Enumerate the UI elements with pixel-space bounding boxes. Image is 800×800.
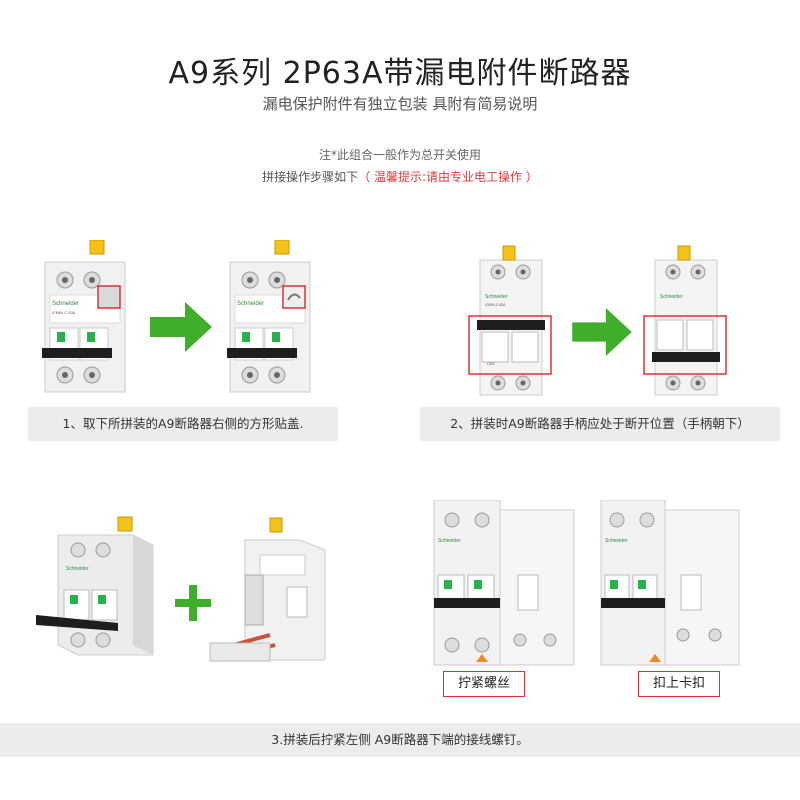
terminal-yellow-icon xyxy=(677,245,691,261)
step-2-caption: 2、拼装时A9断路器手柄应处于断开位置（手柄朝下） xyxy=(420,407,780,441)
step-3-caption: 3.拼装后拧紧左侧 A9断路器下端的接线螺钉。 xyxy=(0,723,800,757)
model-text: iC65N C 63A xyxy=(52,310,76,315)
handle-area-highlight xyxy=(468,315,552,375)
pointer-arrow-icon xyxy=(649,654,661,662)
square-hole-highlight xyxy=(282,285,306,309)
arrow-right-icon xyxy=(150,302,212,352)
plus-icon xyxy=(175,585,211,621)
handle-icon xyxy=(36,615,118,631)
page-subtitle: 漏电保护附件有独立包装 具附有简易说明 xyxy=(262,95,538,113)
handle-icon xyxy=(477,320,545,330)
brand-text: Schneider xyxy=(52,301,79,307)
handle-icon xyxy=(227,348,297,358)
brand-text: Schneider xyxy=(237,301,264,307)
leakage-module-image xyxy=(209,517,326,662)
breaker-cover-removed-image: Schneider xyxy=(227,240,311,393)
brand-text: Schneider xyxy=(605,538,628,544)
assembled-breaker-left-image: Schneider xyxy=(433,500,575,666)
model-text: iC65N C 63A xyxy=(485,303,506,307)
arrow-right-icon xyxy=(572,308,632,356)
terminal-yellow-icon xyxy=(89,240,105,255)
square-cover-highlight xyxy=(97,285,121,309)
breaker-handle-down-image: Schneider xyxy=(643,245,727,396)
handle-icon xyxy=(434,598,500,608)
handle-area-highlight xyxy=(643,315,727,375)
terminal-yellow-icon xyxy=(117,516,133,532)
assembled-breaker-right-image: Schneider xyxy=(600,500,740,666)
brand-text: Schneider xyxy=(66,566,89,572)
brand-text: Schneider xyxy=(660,294,683,300)
note-line: 注*此组合一般作为总开关使用 xyxy=(318,148,481,162)
handle-icon xyxy=(42,348,112,358)
breaker-with-cover-image: Schneider iC65N C 63A xyxy=(42,240,126,393)
handle-icon xyxy=(652,352,720,362)
model-short-text: C63 xyxy=(487,361,495,366)
handle-icon xyxy=(601,598,665,608)
terminal-yellow-icon xyxy=(274,240,290,255)
step-1-caption: 1、取下所拼装的A9断路器右侧的方形贴盖. xyxy=(28,407,338,441)
pointer-arrow-icon xyxy=(476,654,488,662)
steps-intro-text: 拼接操作步骤如下 xyxy=(262,170,359,184)
breaker-angled-image: Schneider xyxy=(36,516,154,656)
brand-text: Schneider xyxy=(438,538,461,544)
brand-text: Schneider xyxy=(485,294,508,300)
terminal-yellow-icon xyxy=(502,245,516,261)
snap-clip-label: 扣上卡扣 xyxy=(638,671,720,697)
terminal-yellow-icon xyxy=(269,517,283,533)
breaker-handle-up-image: Schneider iC65N C 63A C63 xyxy=(468,245,552,396)
page-title: A9系列 2P63A带漏电附件断路器 xyxy=(168,56,632,91)
steps-intro: 拼接操作步骤如下（ 温馨提示:请由专业电工操作 ） xyxy=(0,168,800,185)
tighten-screws-label: 拧紧螺丝 xyxy=(443,671,525,697)
warning-text: （ 温馨提示:请由专业电工操作 ） xyxy=(358,170,538,184)
